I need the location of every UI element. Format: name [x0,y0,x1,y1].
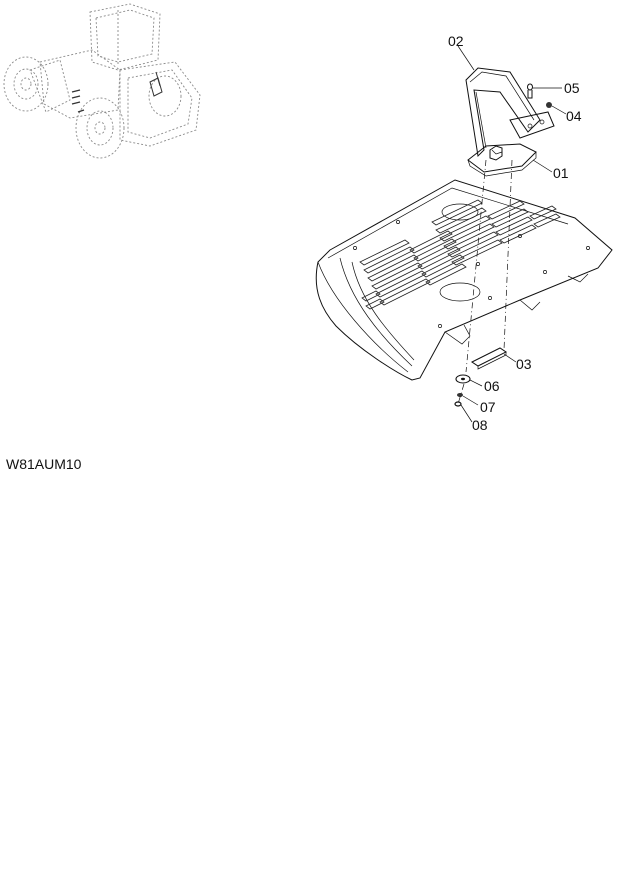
callout-02: 02 [448,33,464,49]
grab-handle [465,67,555,158]
nut-07 [457,393,463,397]
spring-washer-08 [454,401,462,407]
callout-01: 01 [553,165,569,181]
floor-cover-plate [315,179,613,381]
backing-plate [471,347,507,370]
bolt-05 [527,83,533,99]
assembly-center-lines [457,159,513,405]
machine-overview-thumbnail [3,3,201,159]
callout-labels: 02 05 04 01 03 06 07 08 [448,33,582,433]
callout-05: 05 [564,80,580,96]
callout-04: 04 [566,108,582,124]
handle-base-bracket [467,143,537,177]
drawing-code: W81AUM10 [6,456,82,472]
washer-06 [455,374,471,384]
leader-lines [457,45,567,423]
callout-03: 03 [516,356,532,372]
callout-06: 06 [484,378,500,394]
callout-07: 07 [480,399,496,415]
nut-04 [546,102,552,108]
callout-08: 08 [472,417,488,433]
